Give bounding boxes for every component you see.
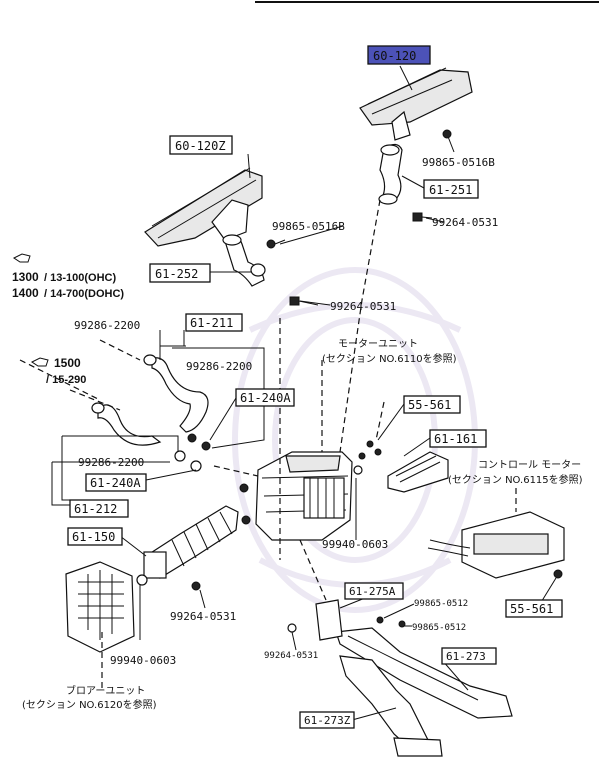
note-blower-unit: ブロアーユニット (セクション NO.6120を参照) (22, 684, 157, 711)
duct-60-120z (144, 167, 263, 247)
callout-61-251[interactable]: 61-251 (423, 179, 479, 199)
part-label-61-273z: 61-273Z (304, 714, 351, 727)
bolt-mid (266, 239, 286, 249)
part-label-61-251: 61-251 (429, 183, 472, 197)
part-label-61-212: 61-212 (74, 502, 117, 516)
duct-61-275a (287, 599, 406, 641)
hand-pointer-icon-2 (31, 357, 49, 367)
drain-hoses (91, 354, 211, 472)
part-label-61-240a-upper: 61-240A (240, 391, 291, 405)
number-99865-small-1: 99865-0512 (414, 599, 468, 609)
callout-61-150[interactable]: 61-150 (67, 527, 123, 546)
part-label-60-120: 60-120 (373, 49, 416, 63)
number-99940-left: 99940-0603 (110, 654, 176, 667)
clip-right (412, 212, 433, 222)
blower-unit-title: ブロアーユニット (66, 684, 145, 697)
motor-unit-ref: (セクション NO.6110を参照) (322, 352, 457, 365)
dashed-leaders (19, 199, 517, 688)
engine-1400: 1400 (12, 286, 39, 300)
callout-55-561-upper[interactable]: 55-561 (403, 395, 461, 414)
hose-61-251 (378, 143, 403, 205)
callout-61-161[interactable]: 61-161 (429, 429, 487, 448)
part-label-61-211: 61-211 (190, 316, 233, 330)
number-99286-a: 99286-2200 (74, 319, 140, 332)
floor-duct-61-273z (339, 655, 443, 757)
part-label-61-240a-lower: 61-240A (90, 476, 141, 490)
number-99264-top: 99264-0531 (432, 216, 498, 229)
callout-61-240a-lower[interactable]: 61-240A (85, 473, 147, 492)
part-label-61-252: 61-252 (155, 267, 198, 281)
engine-1300: 1300 (12, 270, 39, 284)
number-99264-bottom: 99264-0531 (170, 610, 236, 623)
callout-61-240a-upper[interactable]: 61-240A (235, 388, 295, 407)
callout-61-275a[interactable]: 61-275A (344, 582, 404, 600)
note-motor-unit: モーターユニット (セクション NO.6110を参照) (322, 338, 457, 365)
control-panel (427, 511, 565, 579)
hose-61-252 (222, 234, 266, 287)
number-99286-b: 99286-2200 (186, 360, 252, 373)
number-99940-right: 99940-0603 (322, 538, 388, 551)
hand-pointer-icon (13, 253, 31, 263)
part-label-61-273: 61-273 (446, 650, 486, 663)
part-label-61-275a: 61-275A (349, 585, 396, 598)
callout-61-211[interactable]: 61-211 (185, 313, 243, 332)
part-label-61-150: 61-150 (72, 530, 115, 544)
control-motor-title: コントロール モーター (478, 459, 581, 471)
number-99264-small: 99264-0531 (264, 651, 318, 661)
number-99865-mid: 99865-0516B (272, 220, 345, 233)
engine-1400-codes: / 14-700(DOHC) (44, 288, 124, 300)
part-label-61-161: 61-161 (434, 432, 477, 446)
part-label-55-561-upper: 55-561 (408, 398, 451, 412)
engine-note-1500: 1500 / 15-290 (31, 356, 86, 386)
callout-55-561-lower[interactable]: 55-561 (505, 599, 563, 618)
motor-unit-title: モーターユニット (338, 338, 418, 350)
engine-1500-codes: / 15-290 (46, 374, 86, 386)
callout-60-120[interactable]: 60-120 (367, 45, 431, 65)
part-label-60-120z: 60-120Z (175, 139, 226, 153)
engine-note-1300-1400: 1300 / 13-100(OHC) 1400 / 14-700(DOHC) (12, 253, 124, 300)
engine-1500: 1500 (54, 356, 81, 370)
callout-60-120z[interactable]: 60-120Z (169, 135, 233, 155)
callout-61-273z[interactable]: 61-273Z (299, 711, 355, 729)
note-control-motor: コントロール モーター (セクション NO.6115を参照) (448, 459, 583, 486)
callout-61-273[interactable]: 61-273 (441, 647, 497, 665)
control-motor-ref: (セクション NO.6115を参照) (448, 473, 583, 486)
bolt-top-right (442, 129, 455, 153)
blower-unit (65, 561, 148, 653)
part-label-55-561-lower: 55-561 (510, 602, 553, 616)
callout-61-212[interactable]: 61-212 (69, 499, 129, 518)
engine-1300-codes: / 13-100(OHC) (44, 272, 116, 284)
callout-61-252[interactable]: 61-252 (149, 263, 211, 283)
number-99286-c: 99286-2200 (78, 456, 144, 469)
duct-60-120 (359, 67, 473, 141)
blower-unit-ref: (セクション NO.6120を参照) (22, 698, 157, 711)
number-99264-mid: 99264-0531 (330, 300, 396, 313)
clip-mid (289, 296, 319, 306)
flex-duct-61-150 (143, 505, 251, 591)
control-motor-61-161 (353, 440, 449, 493)
number-99865-top: 99865-0516B (422, 156, 495, 169)
heater-unit (239, 451, 353, 541)
number-99865-small-2: 99865-0512 (412, 623, 466, 633)
